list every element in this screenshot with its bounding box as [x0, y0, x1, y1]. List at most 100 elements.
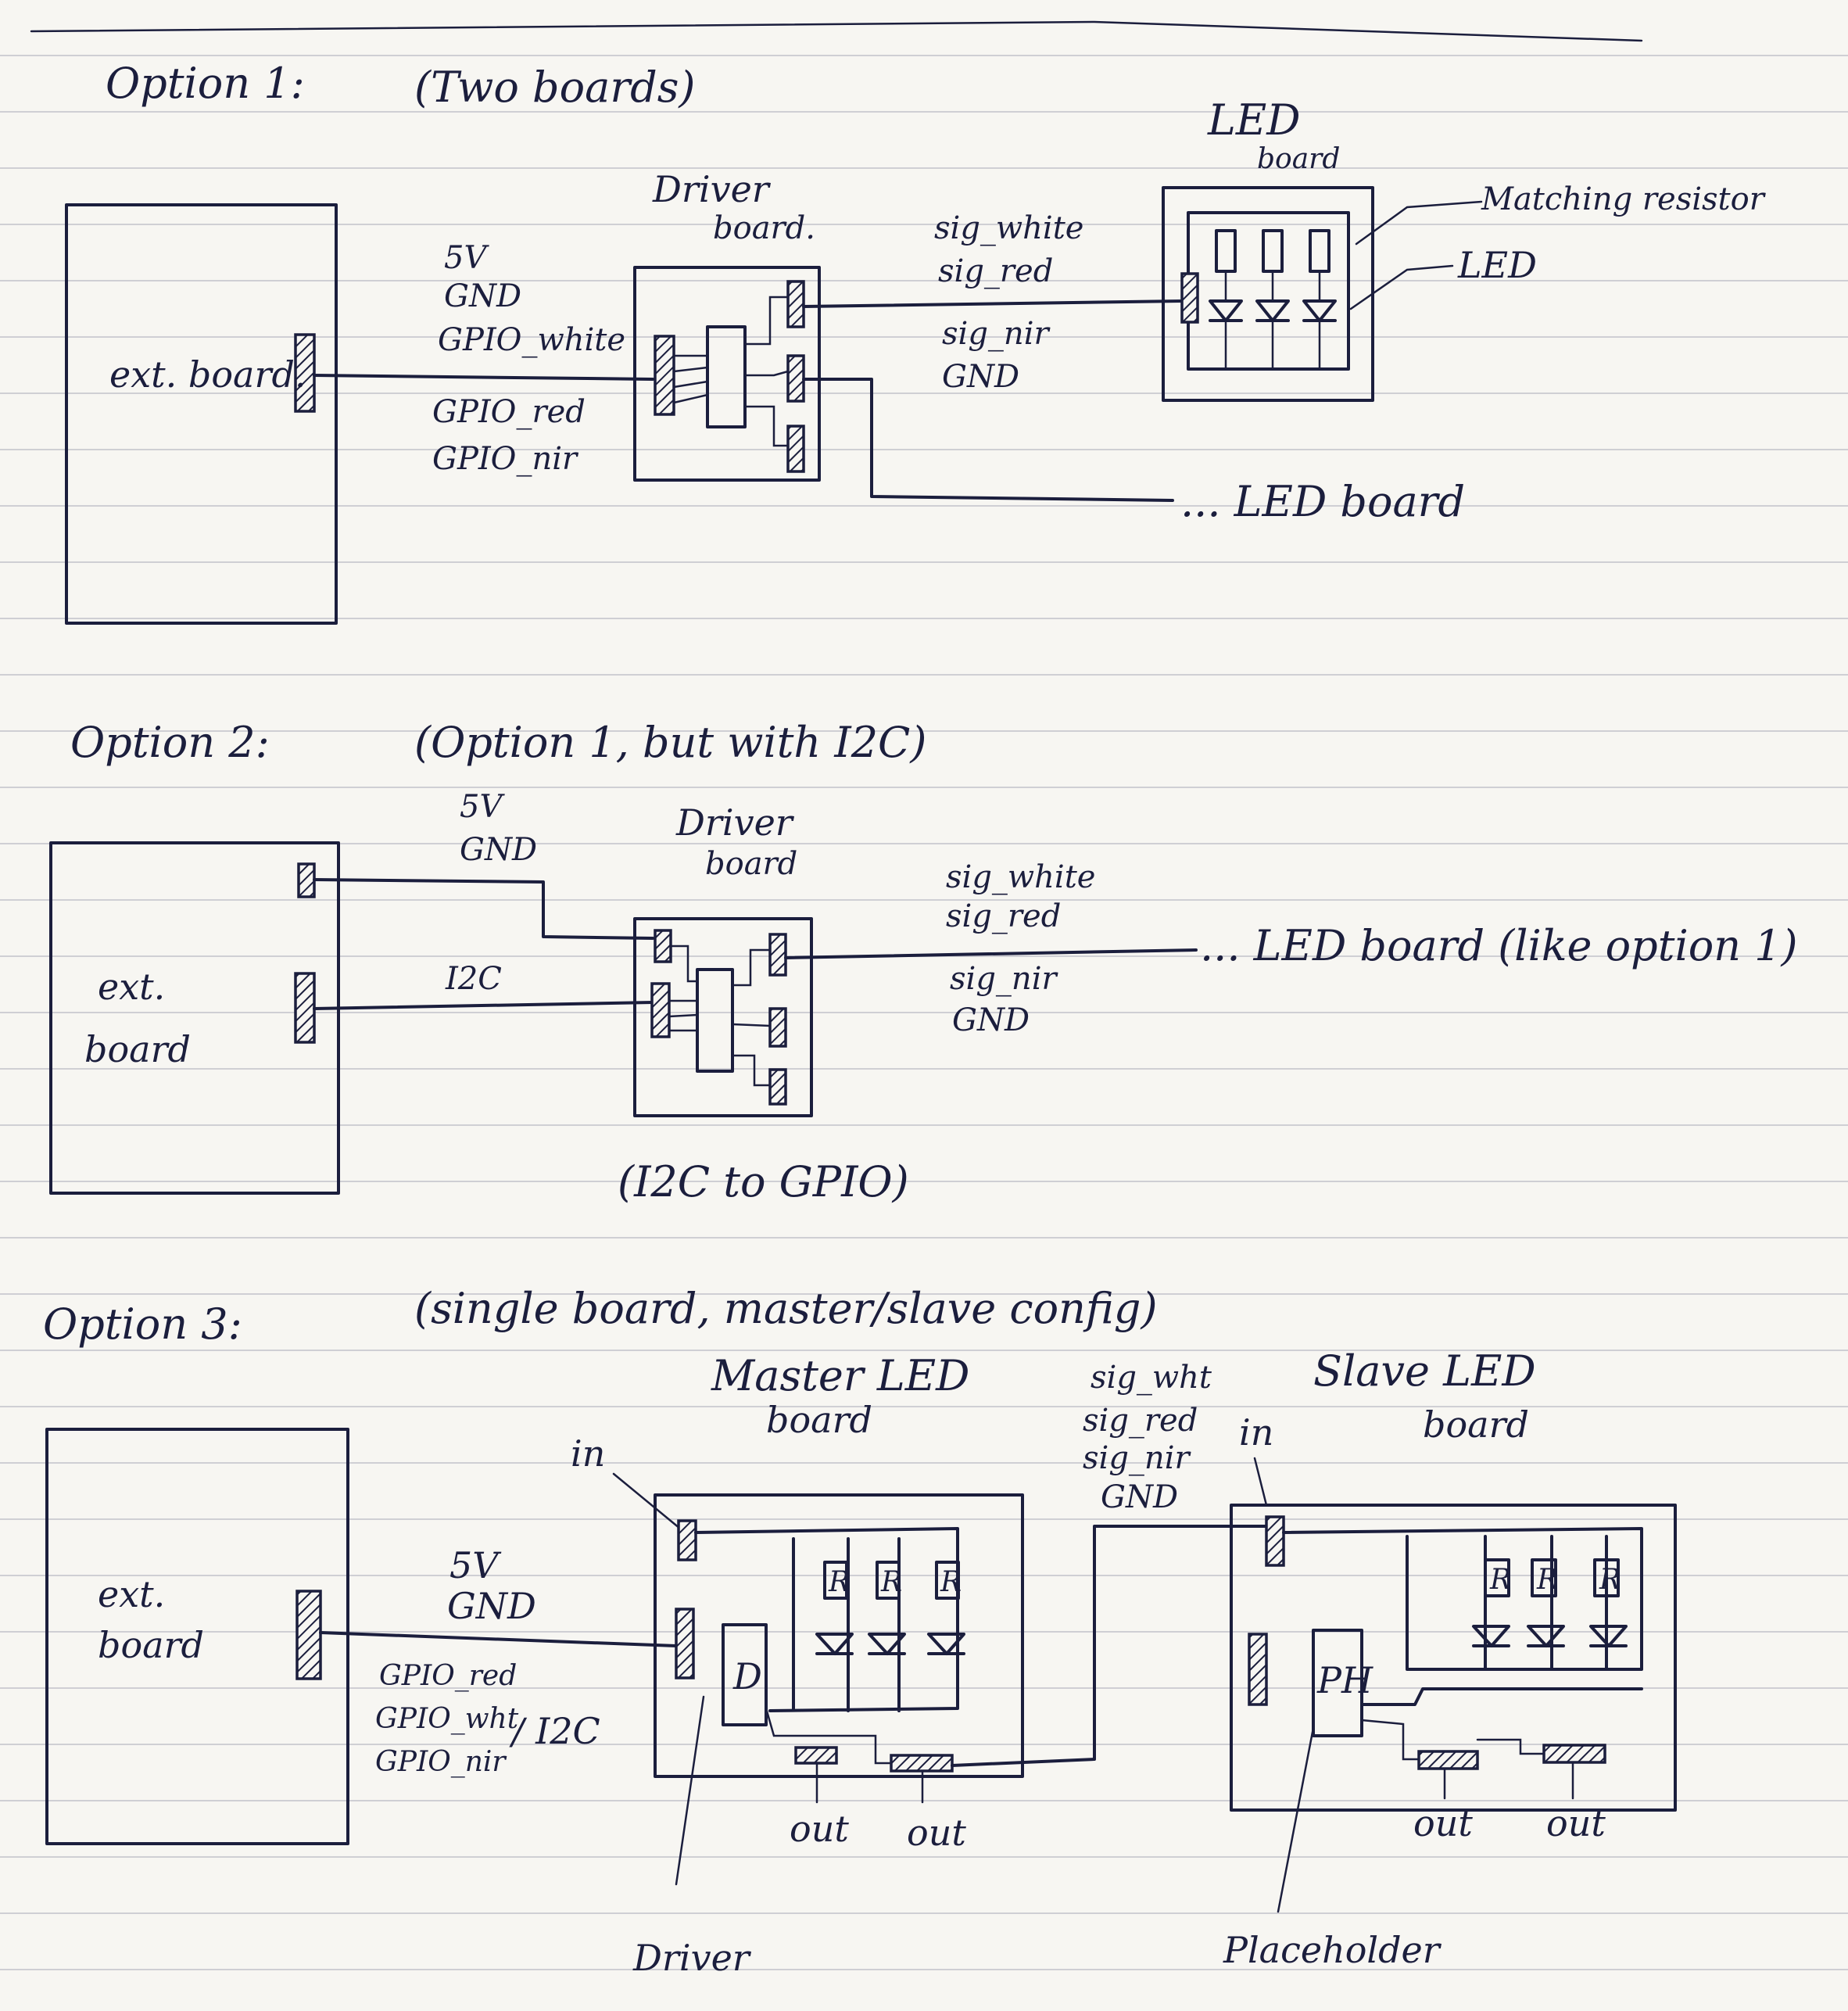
slave-board-sub: board — [1423, 1403, 1529, 1446]
driver-board-1-label: Driver — [652, 168, 772, 210]
master-gpio-connector — [676, 1609, 693, 1678]
driver-2-out-a — [770, 934, 786, 975]
signal-i2c-2: I2C — [445, 961, 502, 997]
signal-5v-3: 5V — [449, 1544, 502, 1586]
driver-2-out-c — [770, 1070, 786, 1104]
option-1: Option 1: (Two boards) ext. board. 5V GN… — [66, 59, 1767, 623]
driver-board-2-label: Driver — [675, 801, 795, 844]
converter-note-2: (I2C to GPIO) — [618, 1157, 909, 1206]
wire-i2c-2 — [314, 1002, 653, 1009]
led-board-1-label: LED — [1207, 95, 1301, 145]
signal-gpio-nir: GPIO_nir — [432, 441, 579, 477]
master-board-label: Master LED — [711, 1351, 969, 1400]
signal-5v-2: 5V — [460, 789, 505, 825]
matching-resistor-callout: Matching resistor — [1481, 181, 1767, 217]
signal-5v: 5V — [444, 240, 489, 276]
slave-out-a — [1419, 1751, 1477, 1769]
option-3-subtitle: (single board, master/slave config) — [414, 1284, 1158, 1333]
signal-gnd-2: GND — [460, 832, 537, 868]
slave-leds — [1474, 1626, 1626, 1646]
wire-ext-driver-1 — [314, 375, 653, 379]
master-board-sub: board — [766, 1399, 872, 1441]
wire-master-slave — [952, 1526, 1266, 1765]
option-2: Option 2: (Option 1, but with I2C) ext. … — [51, 718, 1798, 1206]
signal-sig-nir-3: sig_nir — [1083, 1440, 1191, 1476]
master-out-b — [891, 1755, 952, 1771]
signal-gnd: GND — [444, 278, 521, 314]
led-board-1-leds — [1210, 271, 1335, 369]
driver-1-out-b — [788, 356, 804, 401]
slave-out-b-label: out — [1546, 1802, 1606, 1844]
master-in-label: in — [571, 1432, 605, 1475]
slave-out-b — [1544, 1745, 1605, 1762]
option-2-subtitle: (Option 1, but with I2C) — [414, 718, 926, 767]
wire-driver-led-1 — [804, 301, 1182, 306]
slave-out-a-label: out — [1413, 1802, 1473, 1844]
master-in-connector — [679, 1521, 696, 1560]
signal-sig-white: sig_white — [934, 210, 1083, 246]
signals-in-1: 5V GND GPIO_white GPIO_red GPIO_nir — [432, 240, 625, 477]
ext-board-3-connector — [297, 1591, 321, 1679]
option-2-heading: Option 2: — [70, 718, 270, 767]
master-out-a-label: out — [790, 1808, 849, 1850]
signal-gnd-3b: GND — [1101, 1479, 1178, 1515]
option-1-subtitle: (Two boards) — [414, 63, 696, 112]
ext-board-2-sub: board — [84, 1028, 191, 1070]
slave-r3: R — [1599, 1564, 1621, 1596]
driver-2-power-in — [655, 930, 671, 962]
driver-1-in-connector — [655, 336, 674, 414]
ext-board-3-sub: board — [98, 1624, 204, 1666]
signal-gnd-out: GND — [942, 359, 1019, 395]
slave-in-label: in — [1239, 1411, 1273, 1454]
slave-resistors: R R R — [1485, 1560, 1621, 1596]
master-r1: R — [828, 1566, 850, 1598]
signal-gpio-wht-3: GPIO_wht — [375, 1703, 519, 1735]
led-callout: LED — [1457, 244, 1537, 286]
wire-ext-master-3 — [321, 1633, 676, 1646]
signal-sig-nir: sig_nir — [942, 316, 1051, 352]
ext-board-2-label: ext. — [98, 966, 165, 1008]
option-3: Option 3: (single board, master/slave co… — [43, 1284, 1675, 1979]
master-out-b-label: out — [907, 1812, 966, 1854]
driver-board-1-sub: board. — [713, 210, 815, 246]
ext-board-2-power-connector — [299, 864, 314, 897]
option-3-heading: Option 3: — [43, 1299, 242, 1349]
slave-board-label: Slave LED — [1313, 1346, 1536, 1396]
signal-gpio-nir-3: GPIO_nir — [375, 1746, 507, 1778]
driver-board-2-sub: board — [705, 846, 797, 882]
wire-driver-led-2 — [786, 950, 1196, 958]
wire-driver-more-1 — [804, 379, 1173, 500]
slave-r2: R — [1536, 1564, 1558, 1596]
signal-gpio-red-3: GPIO_red — [379, 1660, 517, 1692]
led-board-1-resistors — [1216, 231, 1329, 271]
master-leds — [817, 1634, 964, 1654]
signal-gnd-3: GND — [447, 1585, 536, 1627]
ext-board-1 — [66, 205, 336, 623]
driver-1-out-a — [788, 281, 804, 327]
ext-board-3-label: ext. — [98, 1573, 165, 1615]
signal-gnd-out-2: GND — [952, 1002, 1030, 1038]
signal-sig-red: sig_red — [938, 253, 1053, 289]
signal-sig-nir-2: sig_nir — [950, 961, 1058, 997]
master-resistors: R R R — [825, 1562, 962, 1598]
option-1-heading: Option 1: — [106, 59, 305, 108]
signal-gpio-white: GPIO_white — [438, 322, 625, 358]
slave-placeholder-mark: PH — [1316, 1659, 1373, 1701]
driver-2-i2c-in — [652, 984, 669, 1037]
driver-1-chip — [707, 327, 745, 427]
driver-2-chip — [697, 970, 732, 1071]
driver-1-out-c — [788, 426, 804, 471]
driver-callout: Driver — [632, 1937, 752, 1979]
signal-sig-red-3: sig_red — [1083, 1403, 1198, 1439]
led-board-1-connector — [1182, 274, 1198, 322]
more-led-board-1: ... LED board — [1180, 477, 1465, 526]
signal-sig-red-2: sig_red — [946, 898, 1061, 934]
master-r2: R — [880, 1566, 902, 1598]
placeholder-callout: Placeholder — [1223, 1929, 1442, 1971]
signal-sig-white-2: sig_white — [946, 859, 1095, 895]
master-driver-mark: D — [732, 1655, 762, 1697]
slave-r1: R — [1489, 1564, 1511, 1596]
led-board-note-2: ... LED board (like option 1) — [1200, 921, 1798, 970]
